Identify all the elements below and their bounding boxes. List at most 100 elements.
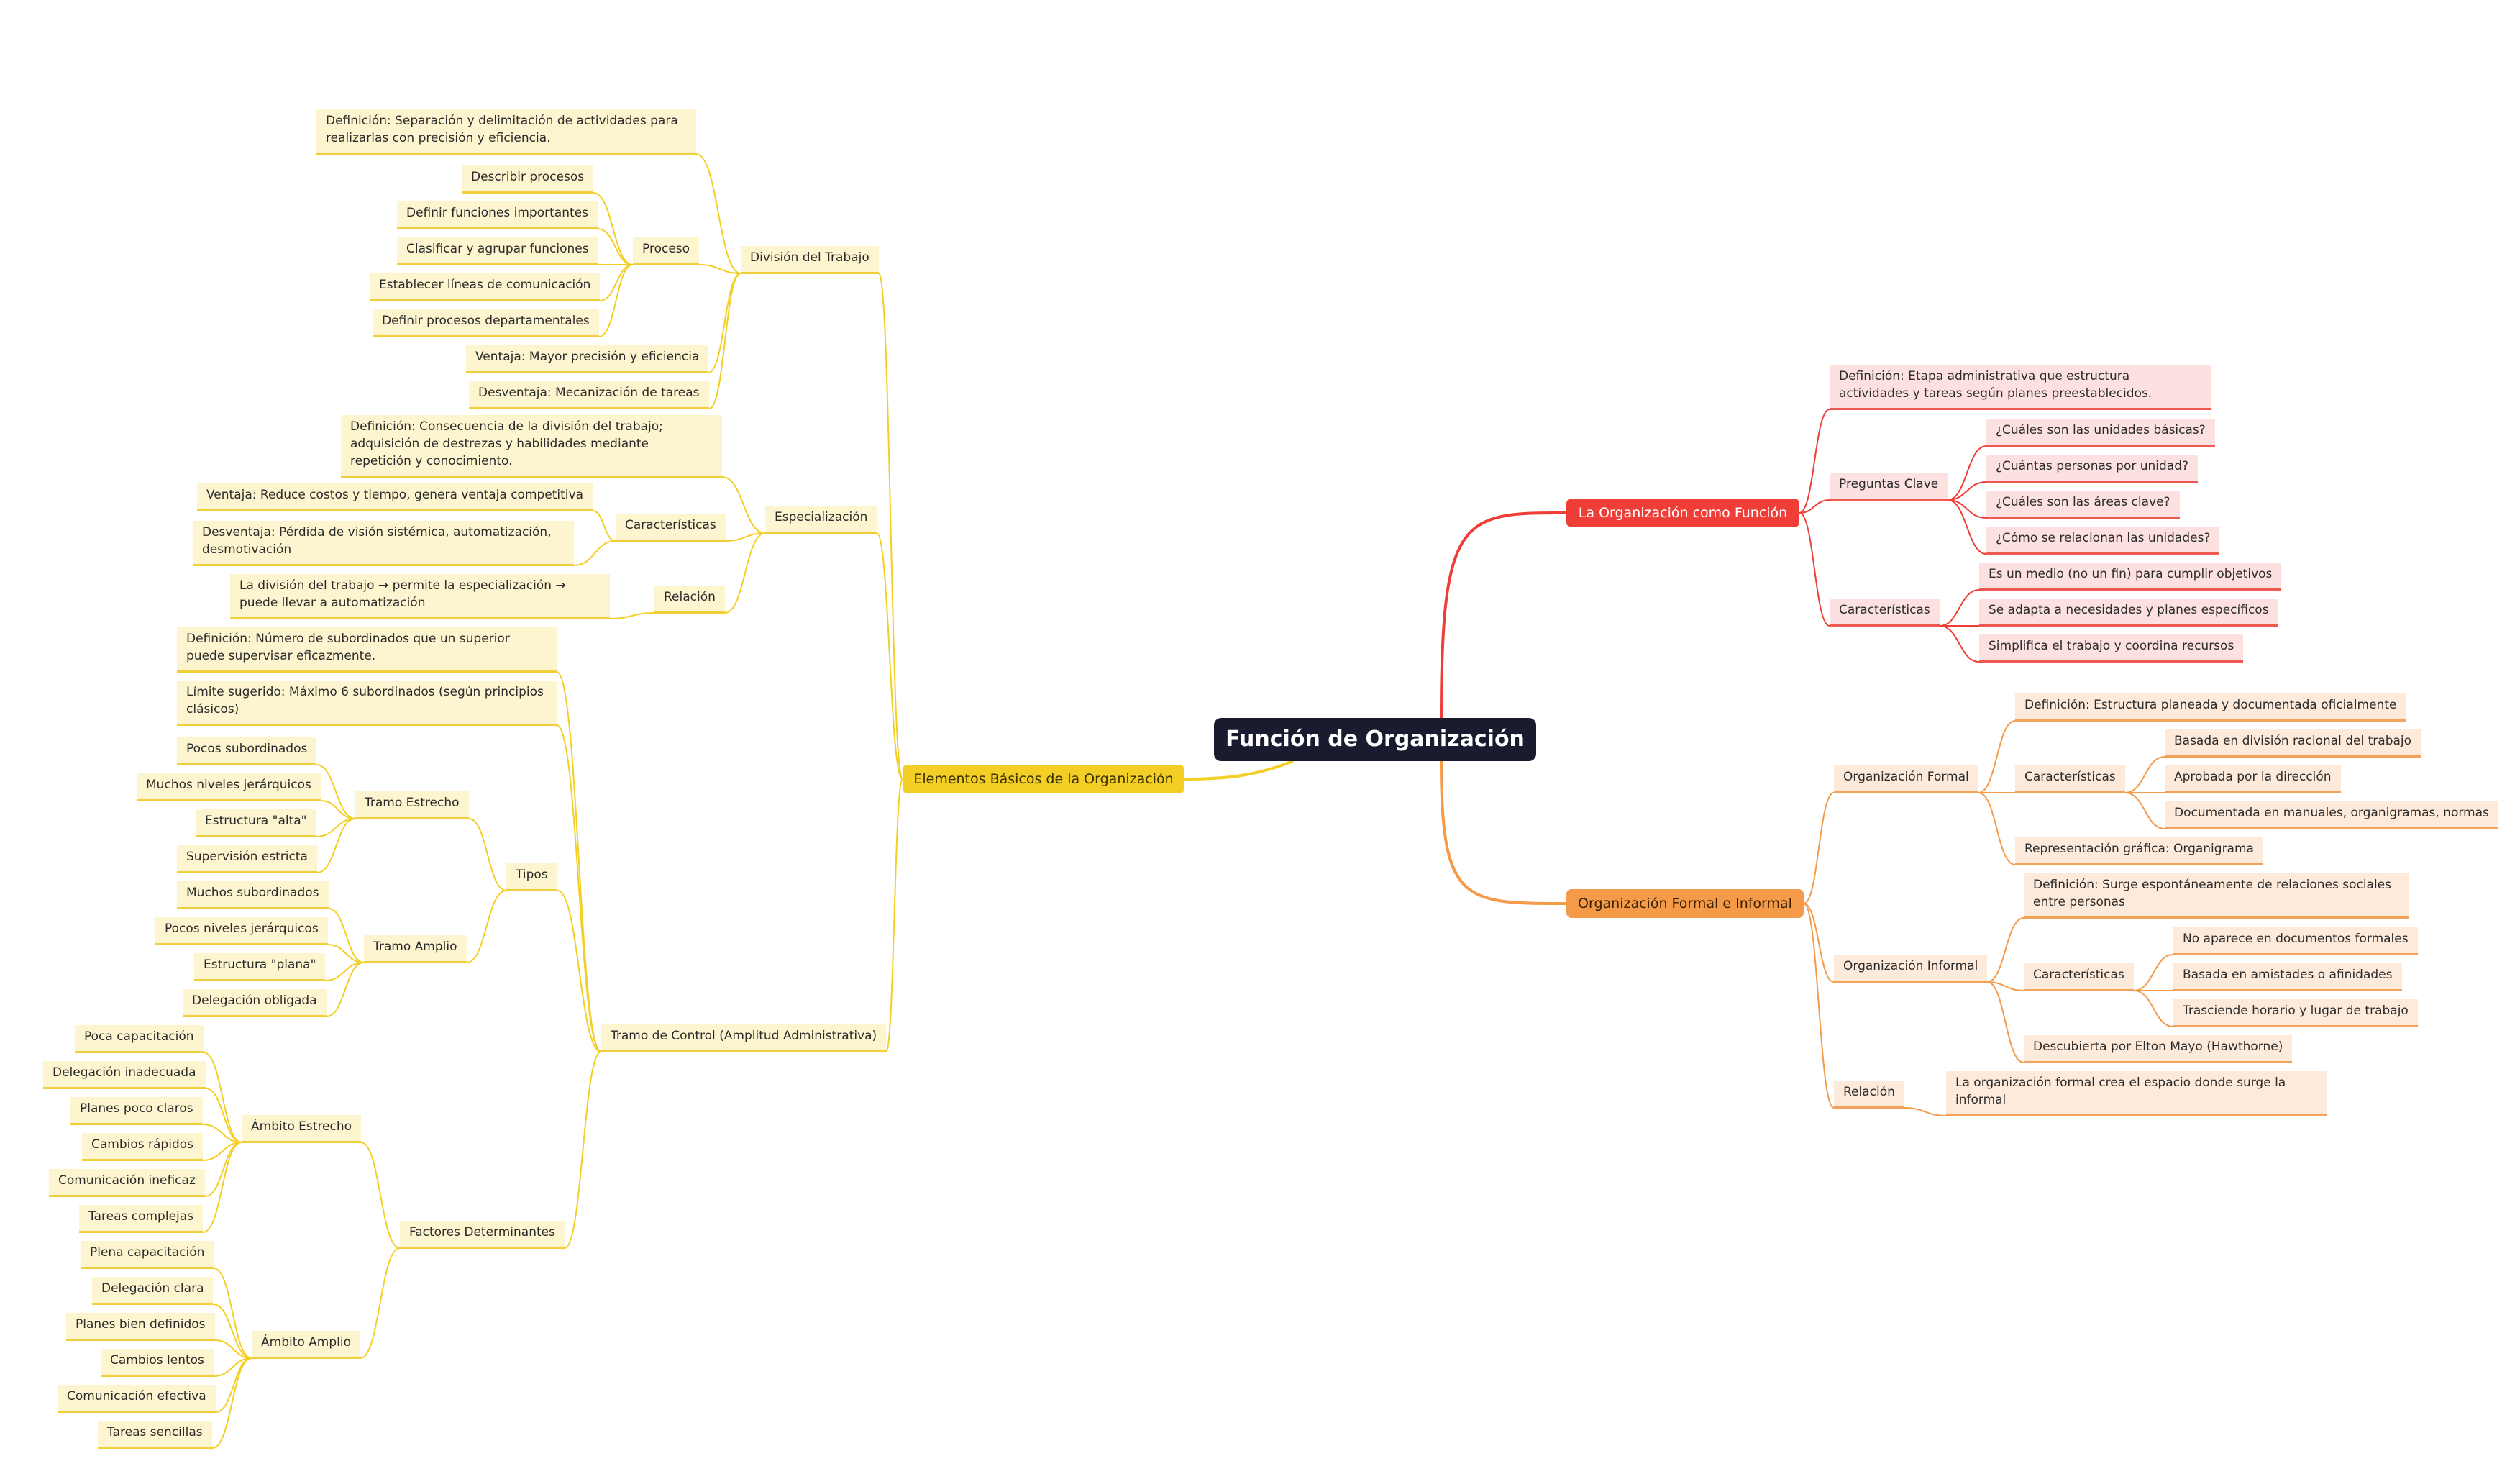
ambito-estrecho-item[interactable]: Cambios rápidos [82,1133,203,1161]
connector-line [1986,981,2024,1063]
especializacion-node[interactable]: Especialización [765,506,877,534]
ambito-amplio-item[interactable]: Cambios lentos [101,1349,214,1377]
tramo-definicion[interactable]: Definición: Número de subordinados que u… [177,627,557,673]
division-definicion[interactable]: Definición: Separación y delimitación de… [316,109,696,155]
ambito-estrecho-node[interactable]: Ámbito Estrecho [242,1115,362,1143]
pregunta-item[interactable]: ¿Cuántas personas por unidad? [1986,455,2199,483]
especializacion-relacion-text[interactable]: La división del trabajo → permite la esp… [230,574,610,619]
connector-line [598,264,634,337]
ambito-amplio-item[interactable]: Delegación clara [92,1277,214,1305]
connector-line [2124,792,2165,829]
connector-line [1986,981,2024,991]
especializacion-ventaja[interactable]: Ventaja: Reduce costos y tiempo, genera … [197,483,593,511]
connector-line [556,724,602,1052]
funcion-definicion[interactable]: Definición: Etapa administrativa que est… [1830,365,2211,410]
formal-definicion[interactable]: Definición: Estructura planeada y docume… [2015,693,2406,722]
connector-line [203,1052,242,1143]
tramo-estrecho-item[interactable]: Muchos niveles jerárquicos [137,773,321,801]
preguntas-clave-node[interactable]: Preguntas Clave [1830,473,1948,501]
especializacion-definicion[interactable]: Definición: Consecuencia de la división … [341,415,722,478]
connector-line [556,671,602,1052]
connector-line [1803,903,1835,1109]
branch-organizacion-como-funcion[interactable]: La Organización como Función [1566,499,1799,527]
org-formal-node[interactable]: Organización Formal [1834,765,1978,793]
tipos-node[interactable]: Tipos [506,863,557,891]
proceso-item[interactable]: Clasificar y agrupar funciones [397,237,598,265]
tramo-estrecho-item[interactable]: Pocos subordinados [177,737,317,765]
pregunta-item[interactable]: ¿Cuáles son las áreas clave? [1986,491,2180,519]
ambito-amplio-item[interactable]: Plena capacitación [81,1241,214,1269]
proceso-item[interactable]: Describir procesos [462,165,594,194]
connector-line [1799,409,1830,514]
tramo-control-node[interactable]: Tramo de Control (Amplitud Administrativ… [601,1024,887,1052]
ambito-estrecho-item[interactable]: Comunicación ineficaz [49,1169,205,1197]
branch-elementos-basicos[interactable]: Elementos Básicos de la Organización [903,765,1184,793]
tramo-estrecho-item[interactable]: Estructura "alta" [196,809,316,837]
division-desventaja[interactable]: Desventaja: Mecanización de tareas [469,381,709,409]
tramo-estrecho-item[interactable]: Supervisión estricta [177,845,317,873]
informal-definicion[interactable]: Definición: Surge espontáneamente de rel… [2024,873,2409,919]
org-informal-node[interactable]: Organización Informal [1834,955,1988,983]
tramo-limite[interactable]: Límite sugerido: Máximo 6 subordinados (… [177,681,557,726]
formal-representacion[interactable]: Representación gráfica: Organigrama [2015,837,2263,865]
tramo-amplio-node[interactable]: Tramo Amplio [364,935,467,963]
org-relacion-text[interactable]: La organización formal crea el espacio d… [1946,1071,2327,1116]
ambito-amplio-item[interactable]: Comunicación efectiva [58,1385,216,1413]
tramo-estrecho-node[interactable]: Tramo Estrecho [355,791,469,819]
ambito-estrecho-item[interactable]: Poca capacitación [75,1025,204,1053]
connector-line [320,800,356,819]
division-trabajo-node[interactable]: División del Trabajo [741,246,879,274]
formal-caracteristica-item[interactable]: Aprobada por la dirección [2165,765,2341,793]
informal-caracteristicas-node[interactable]: Características [2024,963,2134,991]
proceso-item[interactable]: Definir procesos departamentales [373,309,599,337]
tramo-amplio-item[interactable]: Muchos subordinados [177,881,329,909]
formal-caracteristica-item[interactable]: Documentada en manuales, organigramas, n… [2165,801,2498,829]
funcion-caracteristica-item[interactable]: Es un medio (no un fin) para cumplir obj… [1979,563,2282,591]
formal-caracteristica-item[interactable]: Basada en división racional del trabajo [2165,729,2421,758]
informal-caracteristica-item[interactable]: Trasciende horario y lugar de trabajo [2173,999,2418,1027]
factores-node[interactable]: Factores Determinantes [400,1221,565,1249]
especializacion-caracteristicas-node[interactable]: Características [616,514,726,542]
especializacion-desventaja[interactable]: Desventaja: Pérdida de visión sistémica,… [193,521,574,566]
connector-line [316,818,356,873]
proceso-item[interactable]: Definir funciones importantes [397,201,598,229]
funcion-caracteristicas-node[interactable]: Características [1830,599,1940,627]
org-relacion-node[interactable]: Relación [1834,1081,1904,1109]
proceso-node[interactable]: Proceso [633,237,700,265]
connector-line [2133,990,2174,1027]
connector-line [1978,792,2016,865]
pregunta-item[interactable]: ¿Cómo se relacionan las unidades? [1986,527,2220,555]
connector-line [609,612,655,619]
connector-line [721,476,766,534]
connector-line [360,1142,401,1249]
ambito-amplio-item[interactable]: Tareas sencillas [98,1421,212,1449]
funcion-caracteristica-item[interactable]: Simplifica el trabajo y coordina recurso… [1979,634,2244,663]
funcion-caracteristica-item[interactable]: Se adapta a necesidades y planes específ… [1979,599,2278,627]
ambito-estrecho-item[interactable]: Delegación inadecuada [43,1061,206,1089]
branch-organizacion-formal-informal[interactable]: Organización Formal e Informal [1566,889,1804,918]
ambito-estrecho-item[interactable]: Tareas complejas [79,1205,204,1233]
root-node[interactable]: Función de Organización [1214,718,1536,761]
connector-line [205,1088,242,1143]
ambito-amplio-item[interactable]: Planes bien definidos [66,1313,215,1341]
division-ventaja[interactable]: Ventaja: Mayor precisión y eficiencia [466,345,709,373]
connector-line [698,264,741,274]
connector-line [202,1124,242,1143]
tramo-amplio-item[interactable]: Delegación obligada [183,989,327,1017]
especializacion-relacion-node[interactable]: Relación [654,586,725,614]
connector-line [724,532,766,614]
connector-line [878,273,903,780]
ambito-amplio-node[interactable]: Ámbito Amplio [252,1331,361,1359]
ambito-estrecho-item[interactable]: Planes poco claros [70,1097,203,1125]
tramo-amplio-item[interactable]: Pocos niveles jerárquicos [155,917,328,945]
connector-line [1939,625,1980,663]
informal-caracteristica-item[interactable]: Basada en amistades o afinidades [2173,963,2402,991]
connector-line [212,1304,252,1359]
pregunta-item[interactable]: ¿Cuáles son las unidades básicas? [1986,419,2215,447]
connector-line [211,1357,252,1449]
informal-descubierta[interactable]: Descubierta por Elton Mayo (Hawthorne) [2024,1035,2293,1063]
tramo-amplio-item[interactable]: Estructura "plana" [194,953,326,981]
informal-caracteristica-item[interactable]: No aparece en documentos formales [2173,927,2418,955]
formal-caracteristicas-node[interactable]: Características [2015,765,2125,793]
proceso-item[interactable]: Establecer líneas de comunicación [370,273,601,301]
